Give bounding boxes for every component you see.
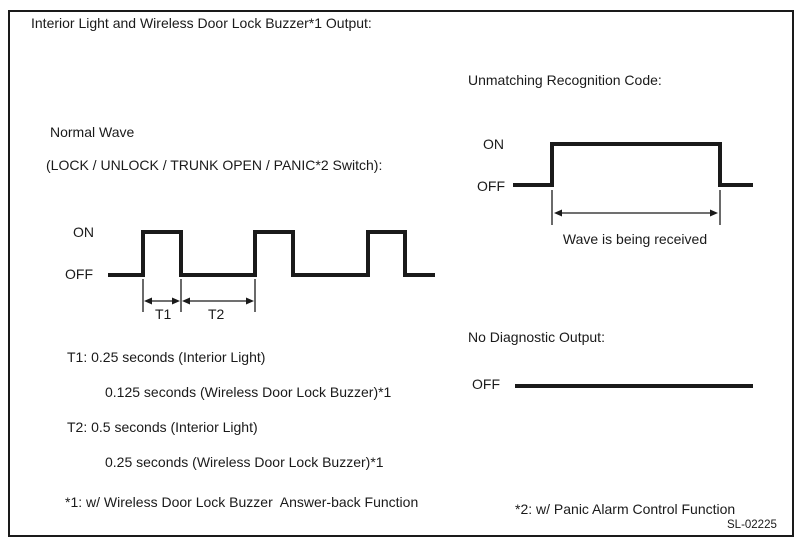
- t2-label: T2: [208, 306, 225, 322]
- arrow-left-icon: [554, 209, 562, 217]
- wave-received-caption: Wave is being received: [562, 231, 708, 247]
- footnote-answer-back: *1: w/ Wireless Door Lock Buzzer Answer-…: [65, 494, 419, 510]
- diagram-border: [8, 10, 794, 537]
- normal-wave-subheading: (LOCK / UNLOCK / TRUNK OPEN / PANIC*2 Sw…: [46, 157, 383, 173]
- arrow-right-icon: [246, 297, 254, 305]
- timing-line-t2-interior: T2: 0.5 seconds (Interior Light): [67, 419, 258, 435]
- figure-code: SL-02225: [727, 519, 777, 531]
- square-wave-trace: [108, 230, 435, 277]
- arrow-right-icon: [710, 209, 718, 217]
- t1-label: T1: [155, 306, 172, 322]
- normal-wave-heading: Normal Wave: [50, 124, 135, 140]
- no-diagnostic-off-label: OFF: [472, 376, 500, 392]
- page-title: Interior Light and Wireless Door Lock Bu…: [31, 15, 372, 31]
- unmatching-off-label: OFF: [477, 178, 505, 194]
- single-pulse-trace: [513, 142, 753, 187]
- arrow-left-icon: [182, 297, 190, 305]
- no-diagnostic-flatline: [515, 384, 753, 388]
- unmatching-on-label: ON: [483, 136, 504, 152]
- timing-line-t2-buzzer: 0.25 seconds (Wireless Door Lock Buzzer)…: [105, 454, 384, 470]
- normal-wave-pulse-train: [108, 230, 435, 312]
- no-diagnostic-heading: No Diagnostic Output:: [468, 329, 605, 345]
- normal-wave-off-label: OFF: [65, 266, 93, 282]
- unmatching-code-pulse: [513, 142, 753, 225]
- normal-wave-on-label: ON: [73, 224, 94, 240]
- timing-line-t1-interior: T1: 0.25 seconds (Interior Light): [67, 349, 266, 365]
- timing-line-t1-buzzer: 0.125 seconds (Wireless Door Lock Buzzer…: [105, 384, 392, 400]
- footnote-panic-alarm: *2: w/ Panic Alarm Control Function: [515, 501, 736, 517]
- arrow-left-icon: [144, 297, 152, 305]
- arrow-right-icon: [172, 297, 180, 305]
- unmatching-code-heading: Unmatching Recognition Code:: [468, 72, 662, 88]
